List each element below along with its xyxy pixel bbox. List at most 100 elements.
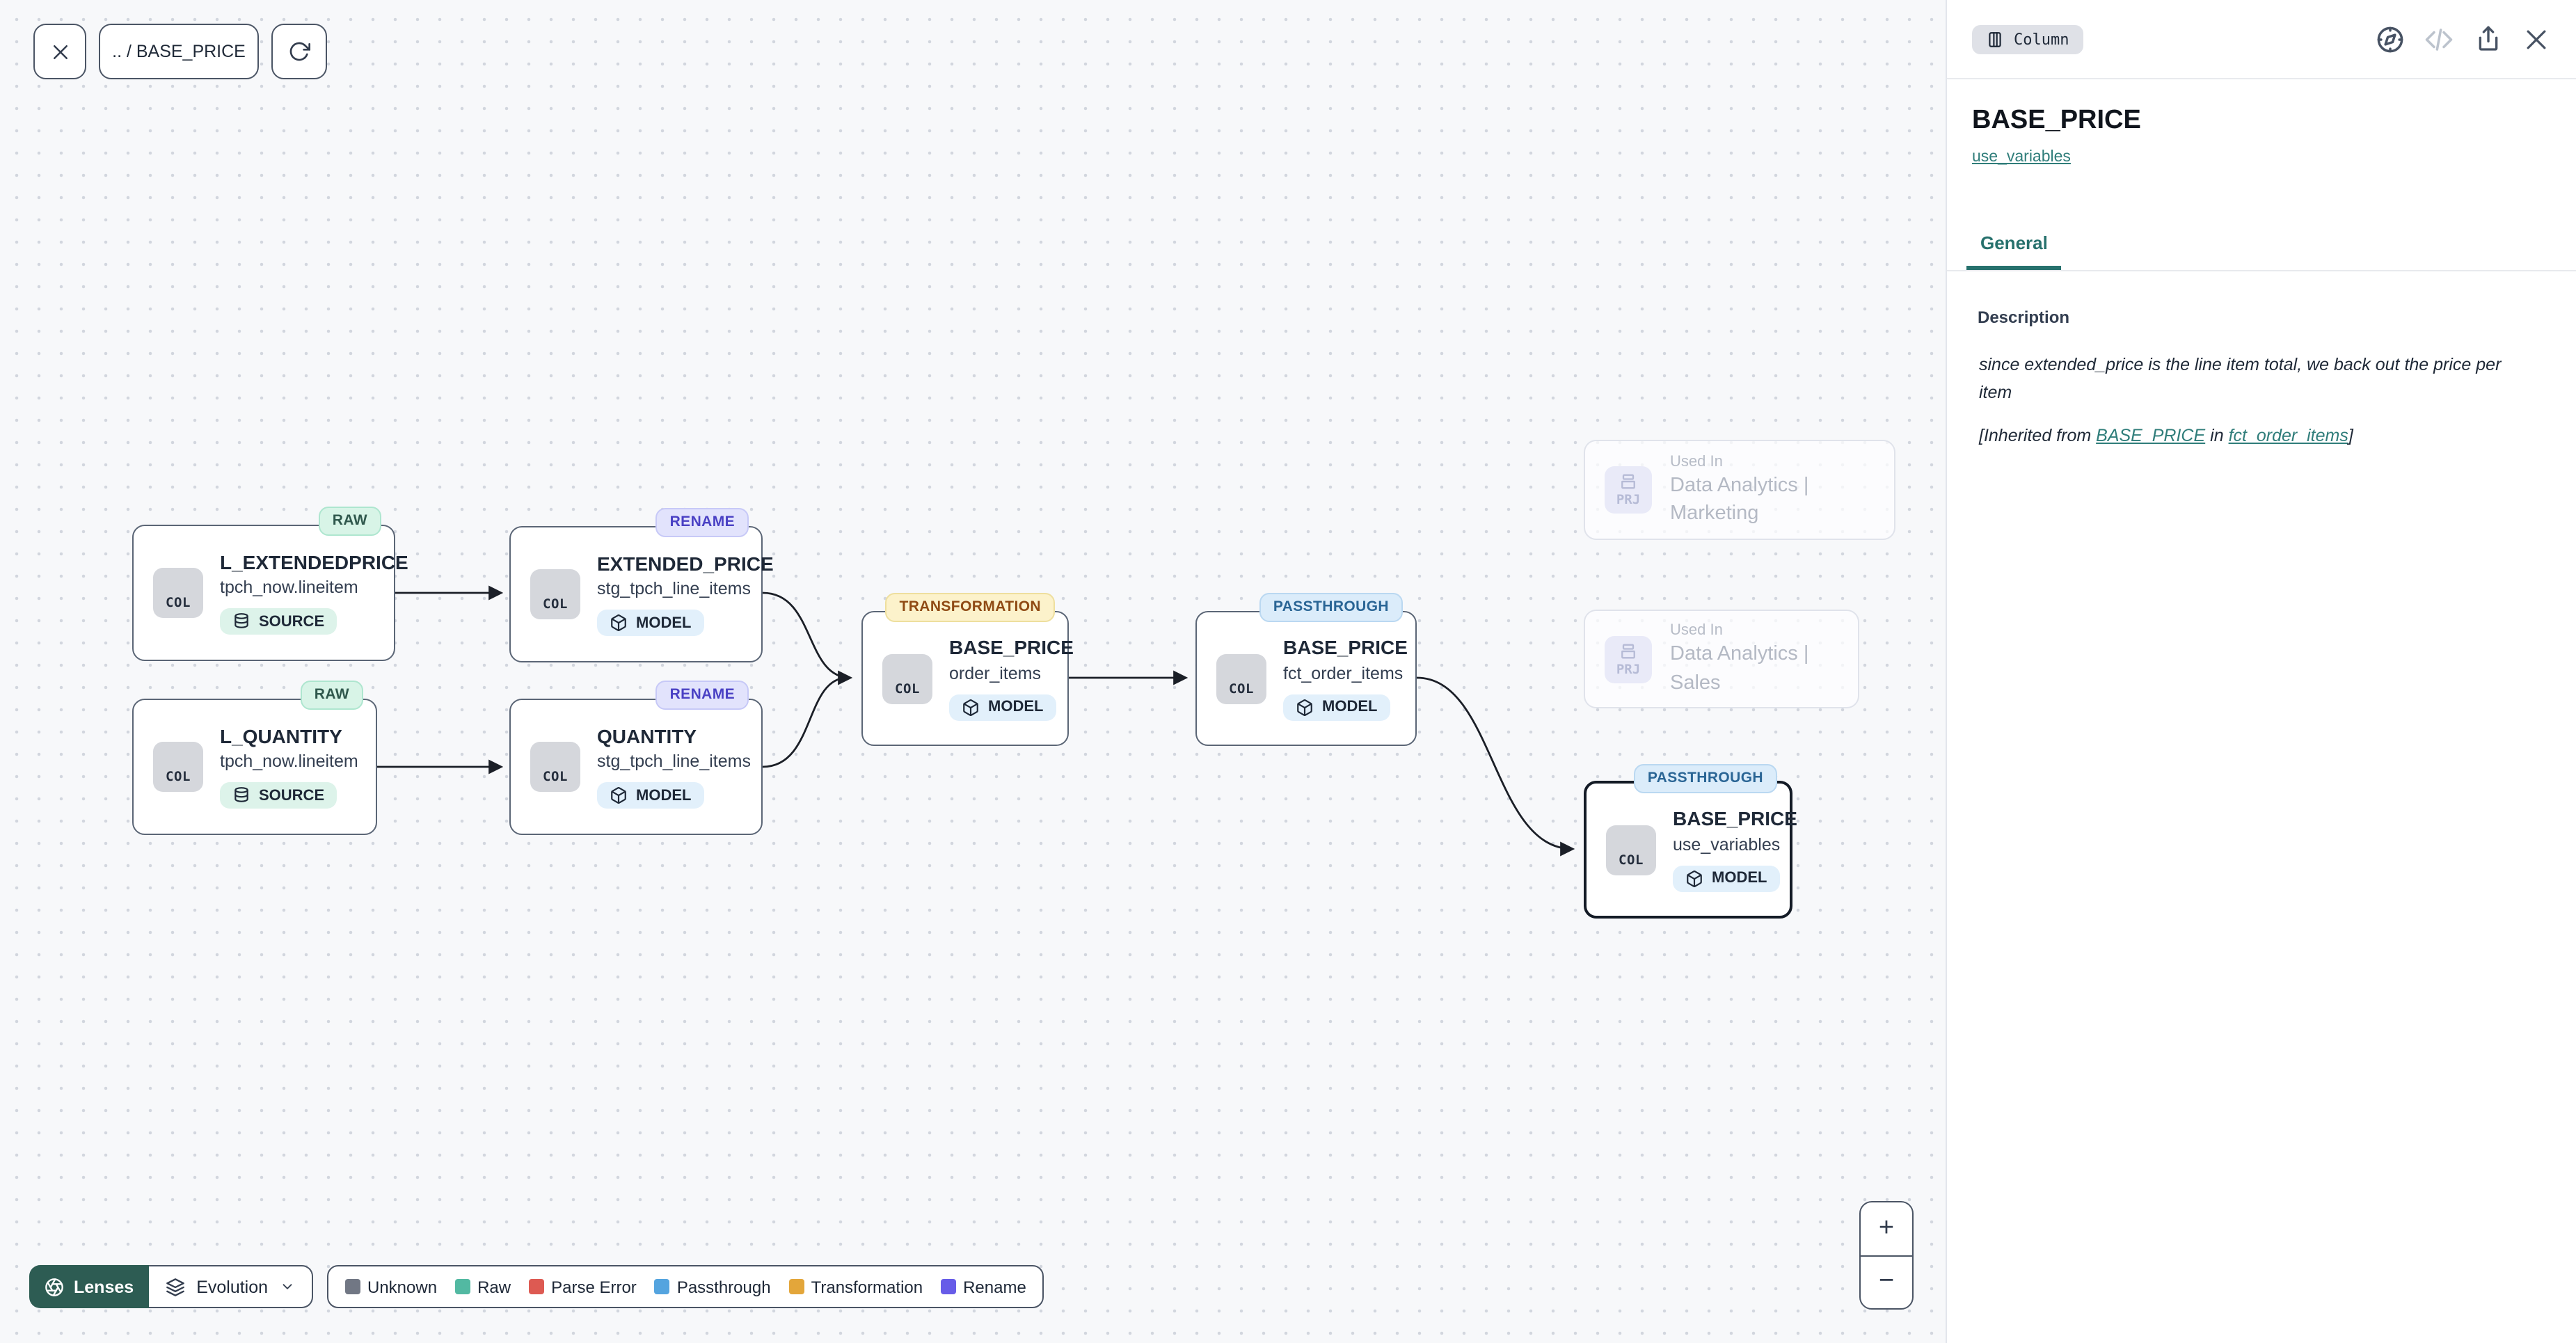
view-code-button[interactable]: [2424, 24, 2454, 54]
close-icon: [53, 45, 67, 58]
node-l-quantity[interactable]: RAW COL L_QUANTITY tpch_now.lineitem SOU…: [132, 681, 377, 835]
project-name: Data Analytics | Marketing: [1670, 474, 1809, 525]
columns-icon: [168, 575, 188, 594]
tab-general[interactable]: General: [1966, 221, 2062, 270]
zoom-out-button[interactable]: −: [1878, 1266, 1895, 1296]
aperture-icon: [45, 1278, 63, 1296]
used-in-label: Used In: [1670, 622, 1723, 639]
col-label: COL: [165, 596, 191, 611]
node-title: BASE_PRICE: [1673, 807, 1797, 830]
lens-dropdown[interactable]: Evolution: [149, 1265, 313, 1308]
columns-icon: [1621, 832, 1641, 851]
close-lineage-button[interactable]: [33, 24, 86, 79]
refresh-icon: [289, 42, 310, 61]
kind-label: MODEL: [1712, 870, 1767, 887]
code-icon: [2425, 28, 2453, 50]
legend-item: Passthrough: [654, 1277, 771, 1296]
kind-badge: MODEL: [1673, 865, 1780, 892]
share-icon: [2478, 26, 2497, 51]
lineage-canvas[interactable]: .. / BASE_PRICE RAW COL L_EXTENDEDPRICE …: [0, 0, 1946, 1343]
kind-badge: MODEL: [597, 782, 704, 809]
zoom-in-button[interactable]: +: [1861, 1202, 1912, 1256]
col-label: COL: [894, 681, 921, 697]
layers-icon: [166, 1278, 185, 1296]
legend-swatch: [788, 1279, 804, 1294]
edge-type-badge: PASSTHROUGH: [1259, 593, 1403, 622]
legend-label: Unknown: [367, 1277, 438, 1296]
column-title: BASE_PRICE: [1972, 106, 2141, 135]
project-kind-box: PRJ: [1605, 466, 1652, 514]
legend-label: Parse Error: [551, 1277, 637, 1296]
close-panel-button[interactable]: [2522, 24, 2551, 54]
refresh-button[interactable]: [271, 24, 327, 79]
lenses-bar: Lenses Evolution: [29, 1265, 313, 1308]
inherited-middle: in: [2205, 426, 2229, 445]
edge-type-legend: Unknown Raw Parse Error Passthrough Tran…: [327, 1265, 1044, 1308]
node-base-price-fct-order-items[interactable]: PASSTHROUGH COL BASE_PRICE fct_order_ite…: [1195, 593, 1417, 746]
node-table: stg_tpch_line_items: [597, 579, 751, 599]
legend-swatch: [529, 1279, 545, 1294]
legend-item: Raw: [455, 1277, 511, 1296]
entity-type-label: Column: [2014, 30, 2069, 48]
node-base-price-order-items[interactable]: TRANSFORMATION COL BASE_PRICE order_item…: [861, 593, 1074, 746]
model-link[interactable]: use_variables: [1972, 149, 2071, 166]
legend-item: Parse Error: [529, 1277, 637, 1296]
lenses-button[interactable]: Lenses: [29, 1265, 150, 1308]
node-table: order_items: [949, 663, 1041, 683]
cube-icon: [1687, 870, 1702, 887]
node-table: stg_tpch_line_items: [597, 752, 751, 772]
cube-icon: [1297, 699, 1312, 716]
column-kind-box: COL: [1606, 825, 1656, 875]
column-kind-box: COL: [153, 742, 203, 792]
project-kind-box: PRJ: [1605, 635, 1652, 683]
columns-icon: [1232, 660, 1251, 680]
node-title: L_QUANTITY: [220, 724, 342, 747]
kind-label: MODEL: [988, 699, 1044, 716]
legend-label: Raw: [477, 1277, 511, 1296]
column-kind-box: COL: [1216, 653, 1266, 704]
inherited-column-link[interactable]: BASE_PRICE: [2096, 426, 2206, 445]
node-title: QUANTITY: [597, 724, 697, 747]
inherited-model-link[interactable]: fct_order_items: [2228, 426, 2348, 445]
kind-badge: MODEL: [1283, 694, 1390, 721]
legend-swatch: [941, 1279, 957, 1294]
edge-type-badge: PASSTHROUGH: [1633, 764, 1777, 793]
share-button[interactable]: [2473, 24, 2502, 54]
explore-button[interactable]: [2376, 24, 2405, 54]
node-l-extendedprice[interactable]: RAW COL L_EXTENDEDPRICE tpch_now.lineite…: [132, 507, 408, 661]
column-kind-box: COL: [530, 742, 580, 792]
column-kind-box: COL: [882, 653, 932, 704]
legend-item: Rename: [941, 1277, 1026, 1296]
columns-icon: [898, 660, 917, 680]
panel-actions: [2376, 24, 2551, 54]
cube-icon: [963, 699, 978, 716]
chevron-down-icon: [282, 1284, 292, 1289]
cube-icon: [611, 787, 626, 804]
columns-icon: [546, 749, 565, 768]
node-quantity[interactable]: RENAME COL QUANTITY stg_tpch_line_items …: [509, 681, 763, 835]
edge-type-badge: RAW: [318, 507, 381, 536]
description-text: since extended_price is the line item to…: [1979, 355, 2502, 402]
kind-label: SOURCE: [259, 787, 325, 804]
ghost-node-used-in-marketing[interactable]: PRJ Used In Data Analytics | Marketing: [1584, 440, 1895, 540]
breadcrumb[interactable]: .. / BASE_PRICE: [99, 24, 259, 79]
node-title: L_EXTENDEDPRICE: [220, 550, 408, 573]
node-extended-price[interactable]: RENAME COL EXTENDED_PRICE stg_tpch_line_…: [509, 508, 774, 662]
columns-icon: [546, 576, 565, 596]
ghost-node-used-in-sales[interactable]: PRJ Used In Data Analytics | Sales: [1584, 610, 1859, 708]
entity-type-badge: Column: [1972, 24, 2083, 54]
legend-label: Passthrough: [676, 1277, 771, 1296]
kind-label: MODEL: [636, 787, 692, 804]
breadcrumb-label: .. / BASE_PRICE: [112, 42, 246, 61]
node-title: EXTENDED_PRICE: [597, 552, 774, 575]
kind-badge: SOURCE: [220, 782, 337, 809]
legend-item: Transformation: [788, 1277, 923, 1296]
node-table: fct_order_items: [1283, 663, 1404, 683]
col-label: COL: [542, 770, 569, 785]
legend-swatch: [345, 1279, 360, 1294]
node-base-price-use-variables[interactable]: PASSTHROUGH COL BASE_PRICE use_variables…: [1584, 764, 1797, 919]
inherited-note: [Inherited from BASE_PRICE in fct_order_…: [1979, 426, 2544, 445]
kind-badge: SOURCE: [220, 608, 337, 635]
project-name: Data Analytics | Sales: [1670, 643, 1809, 694]
